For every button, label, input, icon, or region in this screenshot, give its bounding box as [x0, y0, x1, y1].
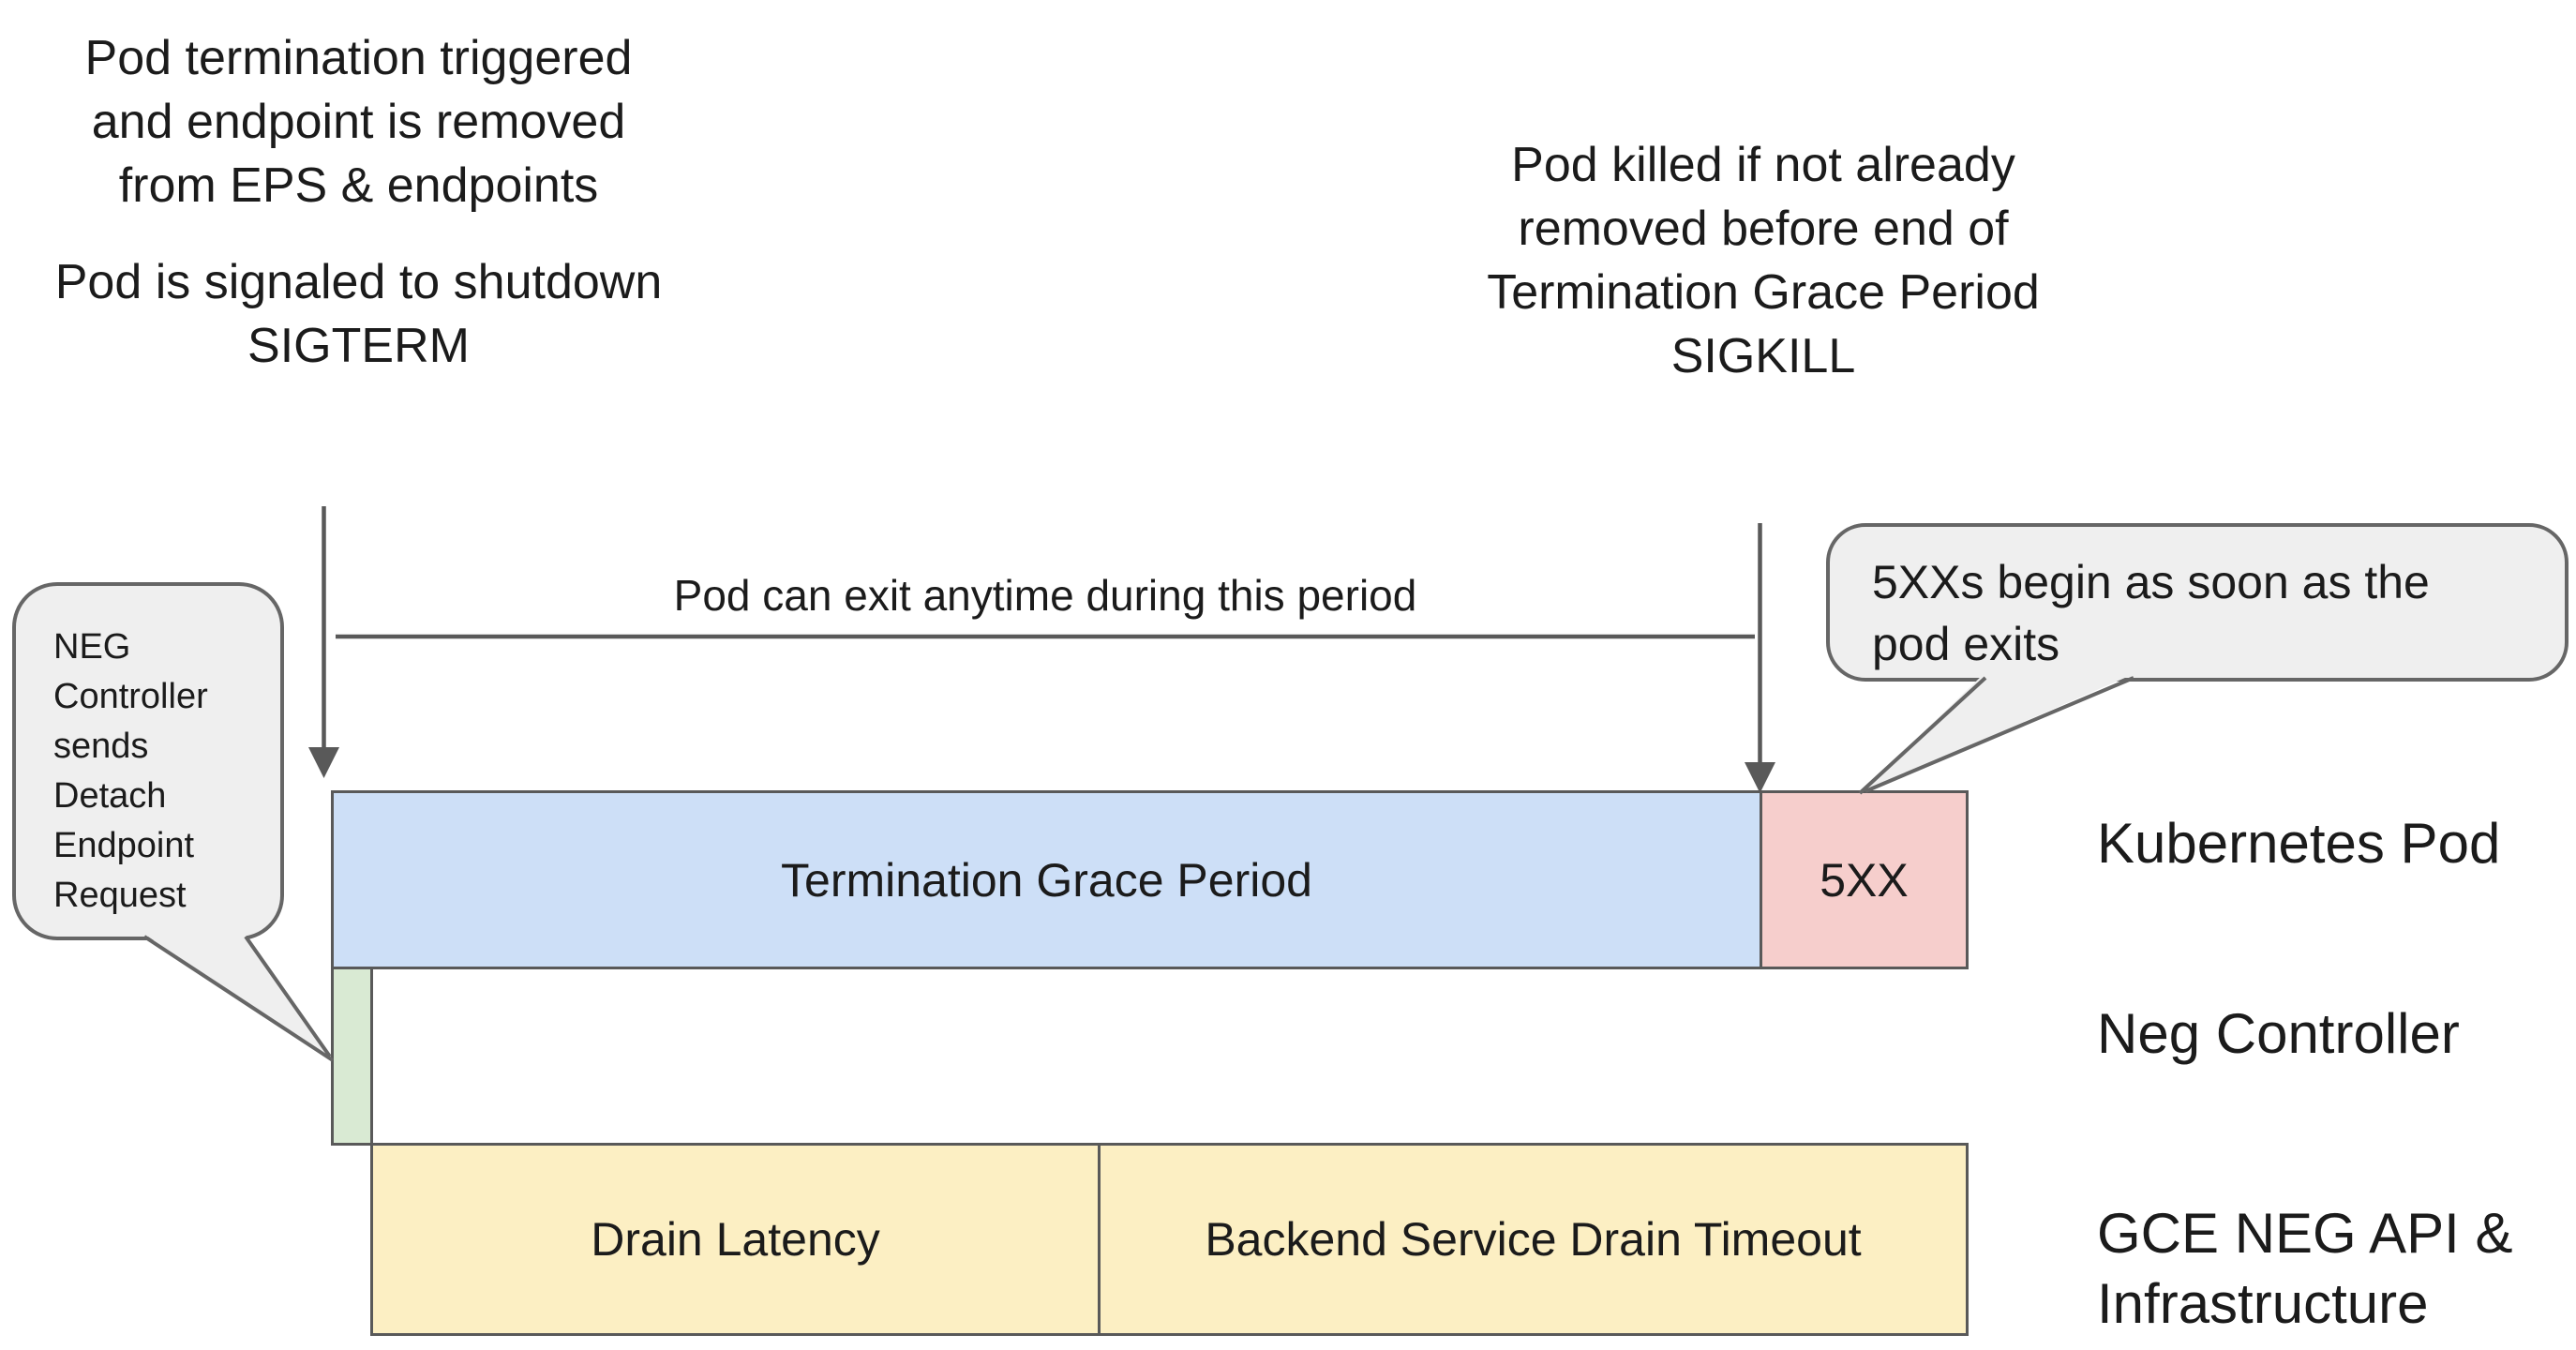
5xx-callout-text: 5XXs begin as soon as the pod exits: [1872, 551, 2430, 675]
callout-line: Request: [53, 876, 187, 915]
annotation-line: Termination Grace Period: [1487, 265, 2040, 320]
right-callout-tail-edge: [1865, 676, 2134, 793]
annotation-line: removed before end of: [1518, 202, 2009, 256]
neg-detach-bar: [331, 967, 373, 1146]
annotation-line: Pod killed if not already: [1511, 138, 2015, 192]
neg-controller-callout: NEG Controller sends Detach Endpoint Req…: [12, 582, 284, 940]
5xx-bar: 5XX: [1760, 790, 1969, 969]
5xx-label: 5XX: [1820, 853, 1909, 907]
termination-grace-period-bar: Termination Grace Period: [331, 790, 1762, 969]
backend-service-drain-timeout-label: Backend Service Drain Timeout: [1205, 1213, 1862, 1266]
lane-label-gce-line1: GCE NEG API &: [2097, 1202, 2513, 1265]
callout-line: sends: [53, 727, 149, 766]
5xx-callout: 5XXs begin as soon as the pod exits: [1826, 523, 2569, 682]
callout-line: NEG: [53, 627, 131, 667]
annotation-line: from EPS & endpoints: [118, 158, 599, 213]
annotation-line: SIGTERM: [247, 319, 470, 373]
left-callout-tail-edge: [244, 935, 332, 1058]
callout-line: Endpoint: [53, 826, 195, 865]
callout-line: 5XXs begin as soon as the: [1872, 556, 2430, 608]
left-callout-tail: [142, 933, 333, 1060]
termination-grace-period-label: Termination Grace Period: [781, 853, 1312, 907]
drain-latency-bar: Drain Latency: [370, 1143, 1101, 1336]
period-note: Pod can exit anytime during this period: [673, 571, 1417, 620]
annotation-line: Pod is signaled to shutdown: [54, 255, 663, 309]
sigkill-arrowhead-icon: [1745, 762, 1775, 793]
right-callout-tail: [1860, 674, 2134, 793]
annotation-top-left: Pod termination triggered and endpoint i…: [33, 26, 684, 378]
lane-label-gce-infrastructure: GCE NEG API & Infrastructure: [2097, 1198, 2512, 1339]
callout-line: Detach: [53, 776, 167, 816]
drain-latency-label: Drain Latency: [591, 1213, 880, 1266]
annotation-line: and endpoint is removed: [91, 95, 626, 149]
annotation-line: Pod termination triggered: [84, 31, 633, 85]
annotation-top-right: Pod killed if not already removed before…: [1435, 133, 2091, 388]
lane-label-gce-line2: Infrastructure: [2097, 1272, 2429, 1335]
callout-line: pod exits: [1872, 618, 2060, 670]
annotation-line: SIGKILL: [1670, 329, 1856, 383]
neg-controller-callout-text: NEG Controller sends Detach Endpoint Req…: [53, 622, 208, 921]
sigterm-arrowhead-icon: [308, 747, 339, 778]
lane-label-neg-controller: Neg Controller: [2097, 1002, 2460, 1065]
callout-line: Controller: [53, 677, 208, 716]
right-callout-tail-edge: [1858, 676, 1987, 795]
lane-label-kubernetes-pod: Kubernetes Pod: [2097, 812, 2501, 875]
backend-service-drain-timeout-bar: Backend Service Drain Timeout: [1098, 1143, 1969, 1336]
left-callout-tail-edge: [142, 935, 335, 1062]
